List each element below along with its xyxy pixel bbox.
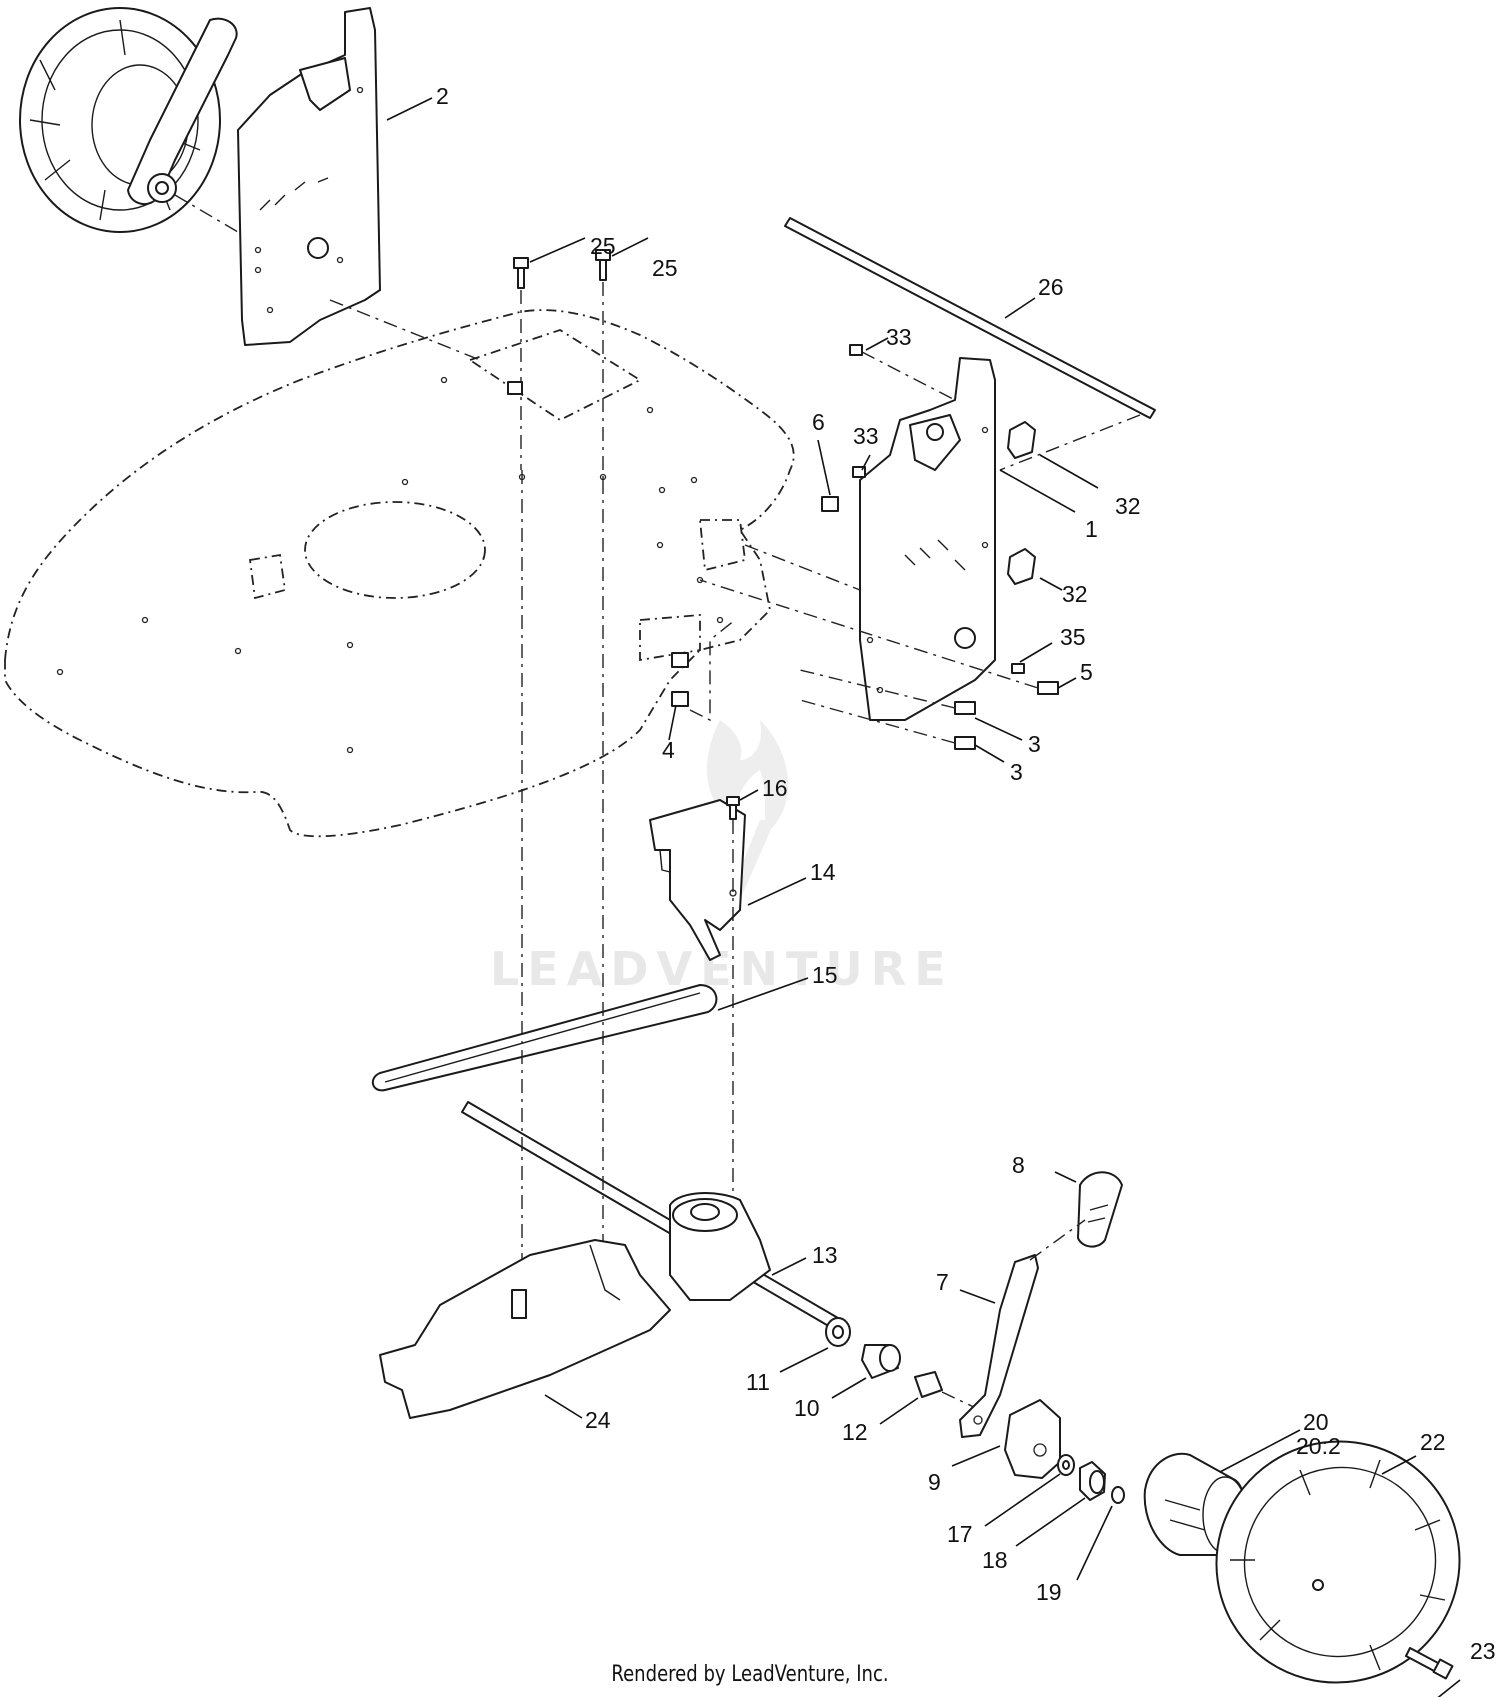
belt-15 xyxy=(371,984,718,1092)
washer-17 xyxy=(1057,1454,1075,1476)
bolt-3-lower xyxy=(799,699,976,750)
transmission-13 xyxy=(461,470,839,1329)
callout-8: 8 xyxy=(1012,1152,1025,1178)
left-height-plate xyxy=(237,7,481,361)
callout-32-upper: 32 xyxy=(1115,493,1141,519)
bearing-10 xyxy=(861,1344,901,1379)
rear-wheel-22 xyxy=(1215,1440,1461,1684)
screw-33-lower xyxy=(852,466,866,478)
handle-8 xyxy=(1077,1171,1123,1248)
bolt-23 xyxy=(1405,1647,1454,1680)
callout-23: 23 xyxy=(1470,1638,1496,1664)
right-height-plate xyxy=(859,357,996,721)
callout-9: 9 xyxy=(928,1469,941,1495)
footer-credit: Rendered by LeadVenture, Inc. xyxy=(611,1662,889,1687)
callout-labels: 2 25 25 26 33 6 33 32 1 32 35 5 3 3 4 16… xyxy=(436,83,1496,1664)
callout-14: 14 xyxy=(810,859,836,885)
lever-7 xyxy=(959,1254,1039,1438)
callout-17: 17 xyxy=(947,1521,973,1547)
callout-24: 24 xyxy=(585,1407,611,1433)
callout-25-left: 25 xyxy=(590,233,616,259)
callout-5: 5 xyxy=(1080,659,1093,685)
callout-22: 22 xyxy=(1420,1429,1446,1455)
callout-18: 18 xyxy=(982,1547,1008,1573)
callout-33-lower: 33 xyxy=(853,423,879,449)
screw-16 xyxy=(726,796,740,1230)
callout-2: 2 xyxy=(436,83,449,109)
nut-4-upper xyxy=(671,652,689,668)
screw-35 xyxy=(1011,663,1025,674)
nut-6 xyxy=(821,496,839,512)
callout-10: 10 xyxy=(794,1395,820,1421)
callout-26: 26 xyxy=(1038,274,1064,300)
callout-15: 15 xyxy=(812,962,838,988)
callout-3-upper: 3 xyxy=(1028,731,1041,757)
callout-3-lower: 3 xyxy=(1010,759,1023,785)
callout-19: 19 xyxy=(1036,1579,1062,1605)
bushing-12 xyxy=(914,1371,943,1398)
bracket-14 xyxy=(649,799,746,961)
callout-16: 16 xyxy=(762,775,788,801)
callout-33-upper: 33 xyxy=(886,324,912,350)
callout-1: 1 xyxy=(1085,516,1098,542)
bolt-25-right xyxy=(595,249,611,480)
callout-20-2: 20:2 xyxy=(1296,1433,1341,1459)
clip-32-upper xyxy=(1007,421,1036,459)
callout-12: 12 xyxy=(842,1419,868,1445)
bolt-5 xyxy=(699,579,1059,695)
callout-13: 13 xyxy=(812,1242,838,1268)
clip-32-lower xyxy=(1007,548,1036,585)
bolt-25-left xyxy=(513,257,529,470)
deflector-24 xyxy=(379,1239,671,1419)
callout-6: 6 xyxy=(812,409,825,435)
leader-lines xyxy=(386,97,1461,1697)
rod-26 xyxy=(784,217,1156,471)
front-wheel-assembly xyxy=(19,7,261,246)
callout-20: 20 xyxy=(1303,1409,1329,1435)
callout-4: 4 xyxy=(662,737,675,763)
callout-11: 11 xyxy=(746,1369,770,1395)
callout-35: 35 xyxy=(1060,624,1086,650)
screw-33-upper xyxy=(849,344,863,356)
nut-4-lower xyxy=(671,691,689,707)
gear-18 xyxy=(1079,1461,1106,1501)
spacer-11 xyxy=(825,1317,851,1347)
bolt-3-upper xyxy=(799,669,976,715)
watermark-text: LEADVENTURE xyxy=(490,942,954,996)
clip-19 xyxy=(1111,1486,1125,1504)
mower-deck xyxy=(4,309,795,838)
callout-7: 7 xyxy=(936,1269,949,1295)
nut-under-deck xyxy=(507,381,523,395)
callout-25-right: 25 xyxy=(652,255,678,281)
callout-32-lower: 32 xyxy=(1062,581,1088,607)
cam-9 xyxy=(1004,1399,1061,1479)
